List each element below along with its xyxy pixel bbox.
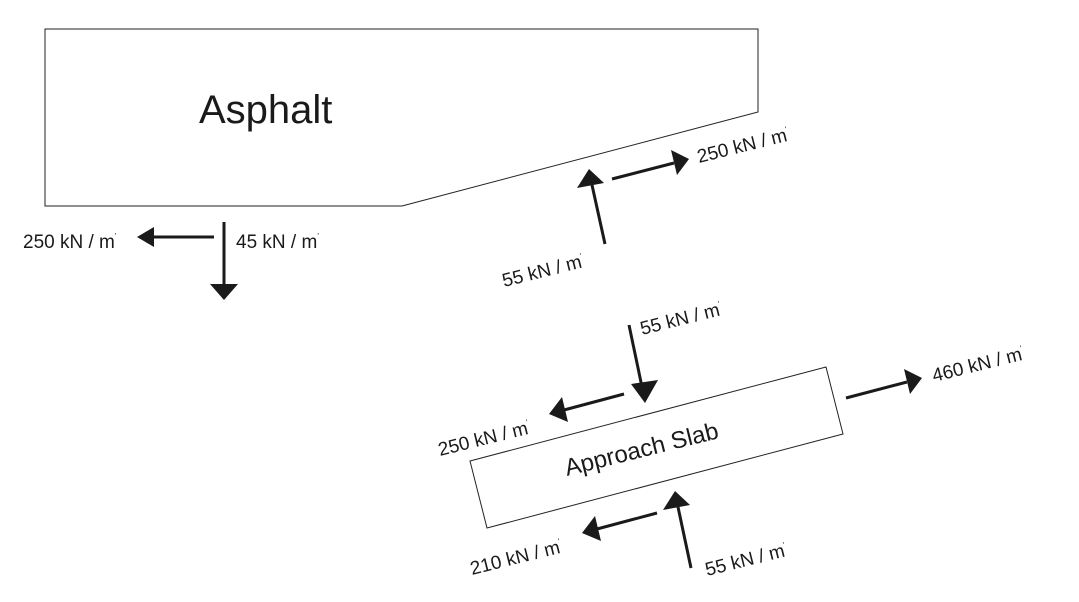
slab-right-horizontal-arrow bbox=[845, 369, 922, 400]
asphalt-left-horizontal-label: 250 kN / m' bbox=[23, 232, 117, 253]
asphalt-right-vertical-label: 55 kN / m' bbox=[500, 251, 586, 292]
approach-slab-block: Approach Slab bbox=[469, 366, 844, 529]
asphalt-right-horizontal-label: 250 kN / m' bbox=[695, 125, 791, 168]
slab-top-vertical-label: 55 kN / m' bbox=[638, 299, 724, 340]
slab-right-horizontal-label: 460 kN / m' bbox=[930, 344, 1026, 387]
slab-bottom-vertical-arrow bbox=[663, 491, 693, 569]
slab-top-horizontal-arrow bbox=[549, 392, 625, 422]
asphalt-right-vertical-arrow bbox=[577, 169, 607, 245]
asphalt-block: Asphalt bbox=[44, 28, 759, 207]
slab-bottom-horizontal-arrow bbox=[582, 511, 658, 541]
asphalt-label: Asphalt bbox=[199, 88, 332, 132]
slab-bottom-vertical-label: 55 kN / m' bbox=[703, 540, 789, 581]
asphalt-left-horizontal-arrow bbox=[137, 227, 214, 247]
slab-bottom-horizontal-label: 210 kN / m' bbox=[468, 537, 564, 580]
slab-top-vertical-arrow bbox=[627, 324, 658, 403]
asphalt-right-horizontal-arrow bbox=[611, 150, 689, 181]
asphalt-left-vertical-arrow bbox=[210, 222, 238, 300]
approach-slab-outline bbox=[469, 366, 844, 529]
asphalt-outline bbox=[44, 28, 759, 207]
asphalt-left-vertical-label: 45 kN / m' bbox=[236, 232, 319, 253]
